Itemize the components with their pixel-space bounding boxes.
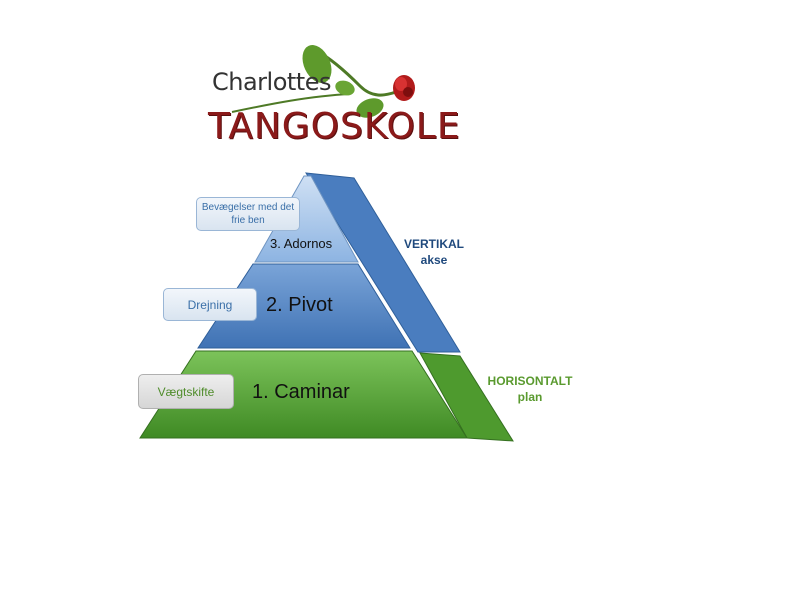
tier-label-caminar: 1. Caminar [252,381,350,403]
horizontal-axis-line2: plan [517,390,543,404]
tier-caminar [139,350,468,439]
horizontal-axis-label: HORISONTALT plan [478,373,582,405]
tag-adornos: Bevægelser med det frie ben [196,197,300,231]
logo-text-tangoskole: TANGOSKOLE [208,106,461,147]
vertical-axis-label: VERTIKAL akse [396,236,472,268]
tier-label-pivot: 2. Pivot [266,294,333,316]
tag-caminar: Vægtskifte [138,374,234,409]
horizontal-axis-line1: HORISONTALT [487,374,573,388]
vertical-axis-band [305,172,461,353]
vertical-axis-line1: VERTIKAL [404,237,464,251]
vertical-axis-line2: akse [420,253,448,267]
tier-label-adornos: 3. Adornos [270,236,333,251]
rose-icon [231,45,415,118]
tier-adornos [254,175,359,263]
horizontal-axis-band [419,352,514,442]
logo-text-charlottes: Charlottes [212,68,331,96]
tag-pivot: Drejning [163,288,257,321]
